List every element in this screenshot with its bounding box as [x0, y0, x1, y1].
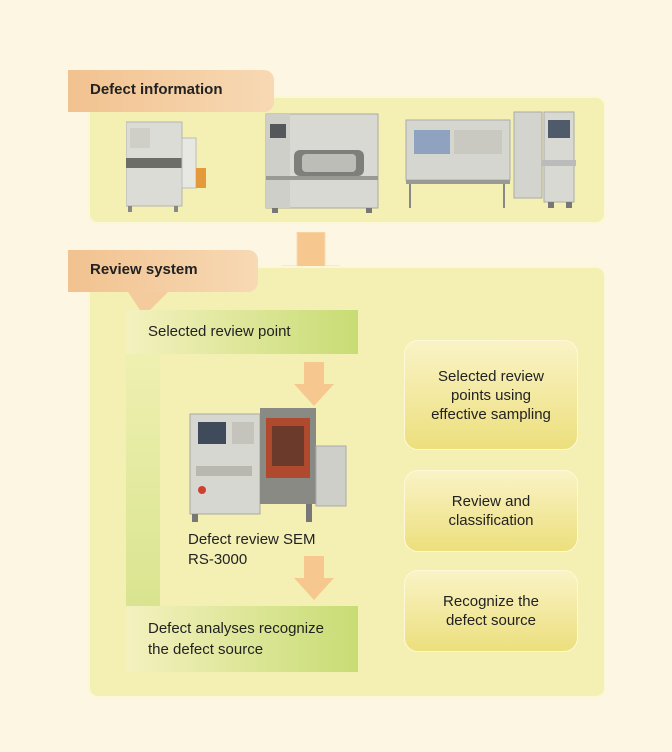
step-2-line-1: Review and: [451, 493, 531, 510]
device-caption: Defect review SEM RS-3000: [188, 530, 358, 570]
step-3-line-1: Recognize the: [443, 593, 539, 610]
inspection-machine-2-image: [262, 110, 382, 214]
defect-analyses-line-2: the defect source: [148, 641, 264, 658]
step-1-line-2: points using: [450, 386, 532, 404]
step-1-line-1: Selected review: [438, 367, 544, 385]
defect-information-title: Defect information: [90, 81, 223, 98]
step-1-line-3: effective sampling: [431, 405, 551, 423]
step-3-line-2: defect source: [445, 612, 537, 629]
selected-review-point-bar: Selected review point: [126, 310, 358, 354]
small-arrow-1-icon: [294, 362, 334, 406]
small-arrow-2-icon: [294, 556, 334, 600]
defect-review-sem-image: [186, 406, 348, 524]
step-selected-review-points: Selected review points using effective s…: [404, 340, 578, 450]
step-review-and-classification: Review and classification: [404, 470, 578, 552]
inspection-machine-1-image: [126, 118, 206, 214]
selected-review-point-label: Selected review point: [148, 323, 291, 340]
device-name: Defect review SEM: [188, 531, 316, 548]
review-system-title: Review system: [90, 261, 198, 278]
review-system-tab: Review system: [68, 250, 258, 292]
step-2-line-2: classification: [448, 512, 534, 529]
defect-analyses-bar: Defect analyses recognize the defect sou…: [126, 606, 358, 672]
step-recognize-defect-source: Recognize the defect source: [404, 570, 578, 652]
defect-analyses-line-1: Defect analyses recognize: [148, 620, 324, 637]
defect-information-tab: Defect information: [68, 70, 274, 112]
device-model: RS-3000: [188, 551, 248, 568]
bracket-connector: [126, 354, 160, 608]
inspection-machine-3-image: [404, 110, 576, 214]
